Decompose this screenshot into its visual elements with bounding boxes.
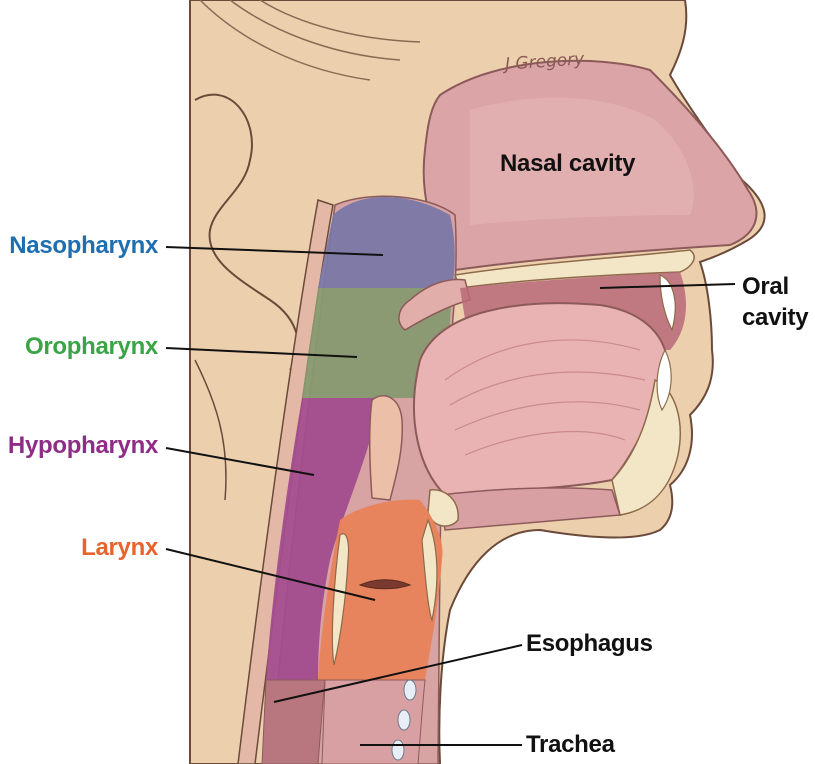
label-hypopharynx: Hypopharynx bbox=[7, 432, 158, 459]
label-oral-cavity-line1: Oral bbox=[742, 273, 789, 300]
label-larynx: Larynx bbox=[81, 534, 158, 561]
tongue-muscle-lines bbox=[444, 339, 646, 456]
label-nasopharynx: Nasopharynx bbox=[9, 232, 158, 259]
hair-contour-1 bbox=[199, 0, 371, 81]
label-nasal-cavity: Nasal cavity bbox=[500, 150, 636, 177]
label-esophagus: Esophagus bbox=[526, 630, 653, 657]
thyroid-cartilage bbox=[421, 518, 438, 623]
soft-palate bbox=[398, 278, 471, 331]
leader-oral-cavity bbox=[599, 283, 736, 289]
hair-contour-2 bbox=[229, 0, 401, 61]
arytenoid-cartilage bbox=[331, 533, 350, 666]
nasal-highlight bbox=[470, 97, 694, 225]
leader-hypopharynx bbox=[165, 447, 315, 476]
mandible bbox=[611, 378, 681, 516]
label-oral-cavity-line2: cavity bbox=[742, 304, 809, 331]
leader-larynx bbox=[165, 548, 376, 601]
label-oral-cavity: Oral cavity bbox=[742, 271, 809, 333]
lower-teeth bbox=[656, 348, 672, 412]
neck-contour bbox=[194, 359, 227, 501]
label-trachea: Trachea bbox=[526, 731, 615, 758]
leader-esophagus bbox=[273, 644, 523, 703]
epiglottis bbox=[368, 395, 404, 501]
hypopharynx-region bbox=[266, 398, 380, 680]
leader-oropharynx bbox=[165, 347, 358, 358]
vocal-folds bbox=[358, 579, 412, 590]
larynx-region bbox=[318, 499, 443, 680]
upper-teeth bbox=[659, 274, 676, 332]
nasopharynx-region bbox=[318, 196, 455, 288]
leader-nasopharynx bbox=[165, 246, 384, 256]
label-oropharynx: Oropharynx bbox=[24, 333, 158, 360]
hard-palate bbox=[453, 249, 695, 289]
ear-contour bbox=[194, 93, 300, 371]
hair-contour-3 bbox=[259, 0, 421, 43]
leader-lines bbox=[165, 246, 736, 746]
floor-of-mouth bbox=[439, 487, 622, 531]
